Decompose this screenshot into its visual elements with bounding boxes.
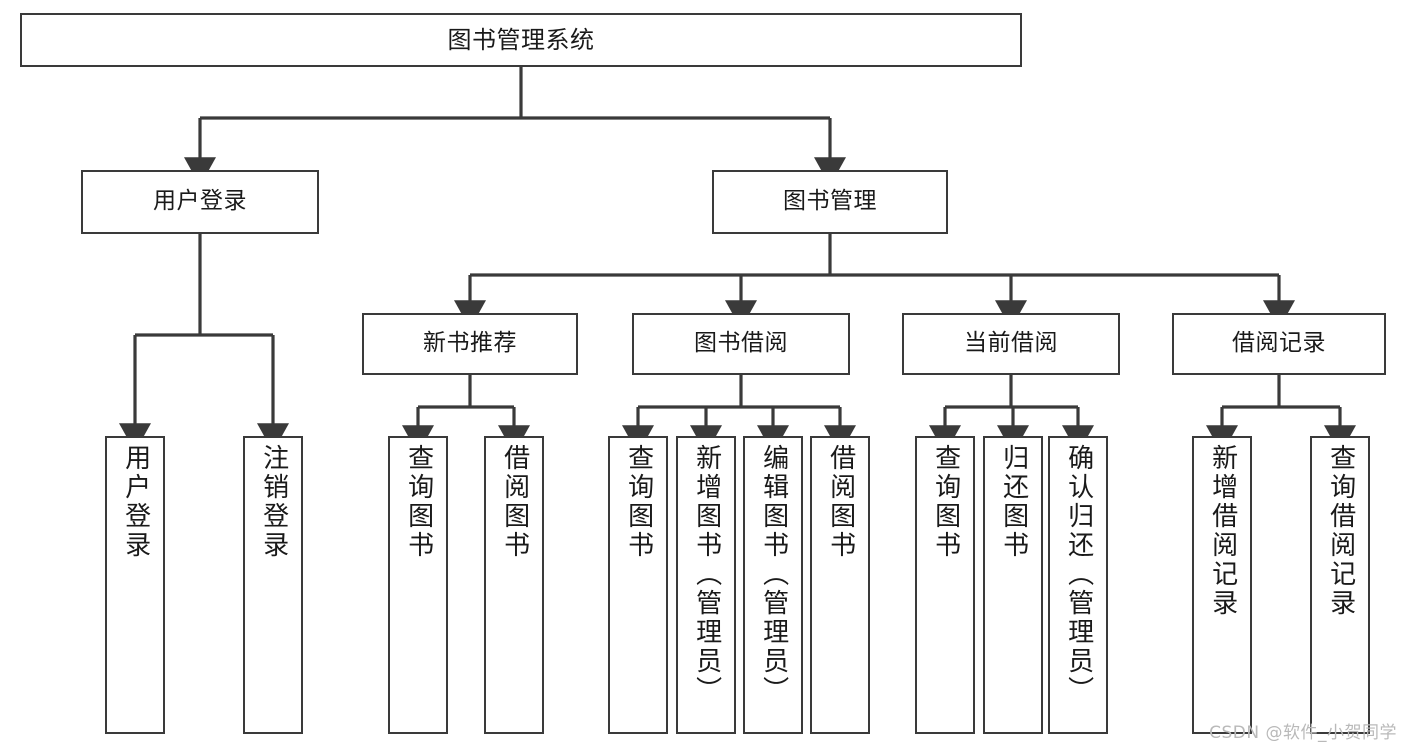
leaf-query-borrow-record-label: 查询借阅记录 bbox=[1325, 444, 1356, 618]
node-new-book-recommend[interactable]: 新书推荐 bbox=[362, 313, 578, 375]
node-book-management[interactable]: 图书管理 bbox=[712, 170, 948, 234]
node-borrow-records-label: 借阅记录 bbox=[1232, 330, 1326, 357]
leaf-add-borrow-record-label: 新增借阅记录 bbox=[1207, 444, 1238, 618]
leaf-new-book-borrow-label: 借阅图书 bbox=[499, 444, 530, 560]
leaf-query-borrow-record[interactable]: 查询借阅记录 bbox=[1310, 436, 1370, 734]
node-root-label: 图书管理系统 bbox=[447, 25, 595, 54]
leaf-borrow-book-label: 借阅图书 bbox=[825, 444, 856, 560]
leaf-user-login-label: 用户登录 bbox=[120, 444, 151, 560]
leaf-user-login[interactable]: 用户登录 bbox=[105, 436, 165, 734]
leaf-current-query-label: 查询图书 bbox=[930, 444, 961, 560]
leaf-logout-label: 注销登录 bbox=[258, 444, 289, 560]
node-new-book-recommend-label: 新书推荐 bbox=[423, 330, 517, 357]
leaf-add-book-admin-label: 新增图书（管理员） bbox=[691, 444, 722, 705]
leaf-borrow-query-label: 查询图书 bbox=[623, 444, 654, 560]
node-book-borrow[interactable]: 图书借阅 bbox=[632, 313, 850, 375]
leaf-return-book[interactable]: 归还图书 bbox=[983, 436, 1043, 734]
node-user-login[interactable]: 用户登录 bbox=[81, 170, 319, 234]
leaf-add-borrow-record[interactable]: 新增借阅记录 bbox=[1192, 436, 1252, 734]
leaf-borrow-query[interactable]: 查询图书 bbox=[608, 436, 668, 734]
leaf-edit-book-admin-label: 编辑图书（管理员） bbox=[758, 444, 789, 705]
node-borrow-records[interactable]: 借阅记录 bbox=[1172, 313, 1386, 375]
leaf-current-query[interactable]: 查询图书 bbox=[915, 436, 975, 734]
leaf-borrow-book[interactable]: 借阅图书 bbox=[810, 436, 870, 734]
leaf-new-book-query[interactable]: 查询图书 bbox=[388, 436, 448, 734]
node-current-borrow-label: 当前借阅 bbox=[964, 330, 1058, 357]
node-root-system[interactable]: 图书管理系统 bbox=[20, 13, 1022, 67]
leaf-add-book-admin[interactable]: 新增图书（管理员） bbox=[676, 436, 736, 734]
leaf-confirm-return-admin-label: 确认归还（管理员） bbox=[1063, 444, 1094, 705]
node-book-borrow-label: 图书借阅 bbox=[694, 330, 788, 357]
leaf-return-book-label: 归还图书 bbox=[998, 444, 1029, 560]
node-user-login-label: 用户登录 bbox=[153, 188, 247, 215]
node-book-management-label: 图书管理 bbox=[783, 188, 877, 215]
leaf-new-book-borrow[interactable]: 借阅图书 bbox=[484, 436, 544, 734]
node-current-borrow[interactable]: 当前借阅 bbox=[902, 313, 1120, 375]
leaf-logout[interactable]: 注销登录 bbox=[243, 436, 303, 734]
leaf-confirm-return-admin[interactable]: 确认归还（管理员） bbox=[1048, 436, 1108, 734]
leaf-new-book-query-label: 查询图书 bbox=[403, 444, 434, 560]
leaf-edit-book-admin[interactable]: 编辑图书（管理员） bbox=[743, 436, 803, 734]
